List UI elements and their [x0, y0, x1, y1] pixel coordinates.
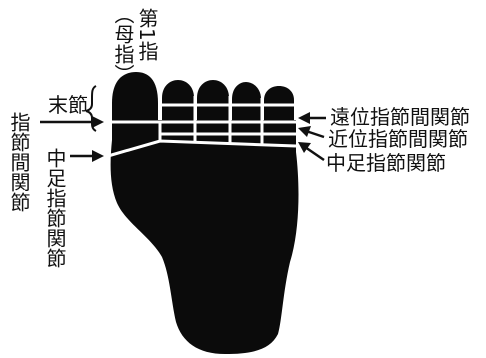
- distal-phalanx-label: 末節: [48, 93, 88, 117]
- annotation-arrows: [40, 112, 326, 162]
- big-toe: [112, 72, 158, 124]
- mtp-right-label: 中足指節関節: [326, 151, 446, 175]
- big-toe-label: 第1指: [135, 8, 159, 61]
- pip-joint-label: 近位指節間関節: [328, 127, 468, 151]
- mtp-left-label: 中足指節関節: [43, 148, 67, 268]
- ip-joint-arrowhead: [92, 116, 104, 128]
- dip-arrowhead: [298, 112, 310, 124]
- toe-3: [197, 80, 229, 124]
- interphalangeal-joint-label: 指節間関節: [7, 112, 31, 212]
- big-toe-alt-label: （母指）: [111, 4, 135, 84]
- joint-lines: [107, 96, 297, 158]
- toe-2: [162, 80, 194, 124]
- mtp-right-arrowhead: [298, 142, 311, 153]
- foot-silhouette: [110, 120, 299, 354]
- dip-joint-label: 遠位指節間関節: [330, 105, 470, 129]
- toe-4: [232, 82, 261, 124]
- pip-arrow-line: [305, 129, 325, 139]
- mtp-left-arrowhead: [92, 150, 104, 162]
- pip-arrowhead: [298, 126, 311, 137]
- mtp-right-arrow-line: [304, 145, 325, 162]
